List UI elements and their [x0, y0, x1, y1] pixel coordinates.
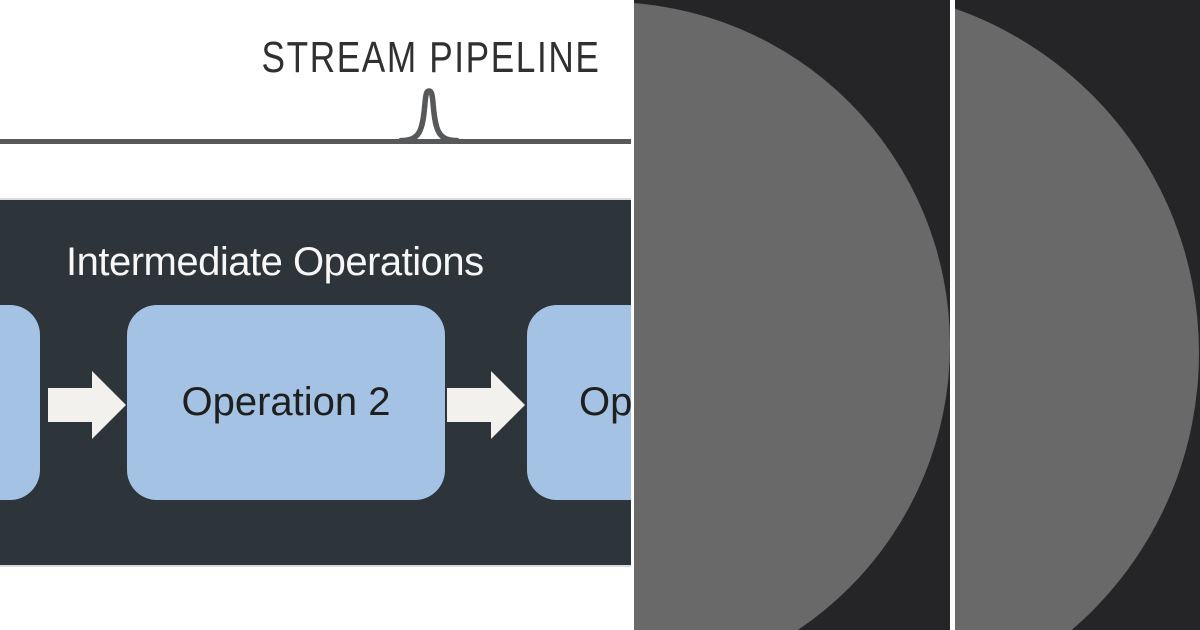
operation-center-label: Operation 2: [181, 380, 391, 424]
dark-panel-2: [955, 0, 1200, 630]
gray-circle-1: [634, 2, 950, 630]
operation-box-center: Operation 2: [127, 305, 445, 500]
operation-box-left-partial: [0, 305, 40, 500]
operation-box-right-partial: Op: [527, 305, 631, 500]
gray-circle-2: [955, 0, 1199, 630]
flow-arrow-icon: [447, 371, 525, 439]
flow-arrow-icon: [48, 371, 126, 439]
intermediate-operations-label: Intermediate Operations: [66, 240, 484, 284]
dark-panel-1: [634, 0, 950, 630]
pipeline-brace-line: [0, 139, 631, 144]
stream-pipeline-diagram: STREAM PIPELINE Intermediate Operations …: [0, 33, 631, 567]
brace-peak-icon: [399, 88, 459, 144]
operation-right-partial-label: Op: [579, 380, 631, 424]
pipeline-title: STREAM PIPELINE: [261, 33, 601, 82]
